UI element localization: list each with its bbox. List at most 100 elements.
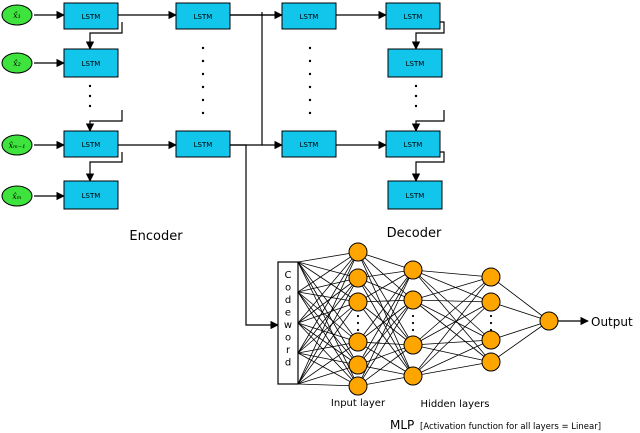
- hidden-layer-2-neuron: [481, 352, 501, 372]
- lstm-dec-2: LSTM: [387, 48, 443, 78]
- mlp-title: MLP: [390, 418, 414, 432]
- codeword-letter: C: [285, 270, 292, 281]
- mlp-edge: [412, 276, 492, 301]
- lstm-dec-top-layer-2: LSTM: [281, 130, 337, 158]
- mlp-neurons: [348, 242, 559, 396]
- mlp-edge: [412, 269, 492, 341]
- svg-text:x̂₁: x̂₁: [13, 11, 21, 20]
- input-xm: x̂ₘ: [1, 185, 33, 207]
- lstm-enc-top-layer-2: LSTM: [175, 130, 231, 158]
- mlp-edge: [297, 277, 359, 293]
- mlp-edge: [357, 344, 414, 387]
- edge-dots-enc3: [85, 110, 123, 132]
- hidden-layer-2-neuron: [481, 267, 501, 287]
- mlp-edge: [297, 277, 359, 354]
- codeword-letter: d: [285, 295, 291, 306]
- codeword-letter: o: [285, 333, 291, 344]
- mlp-edge: [297, 291, 359, 303]
- mlp-edge: [357, 269, 414, 343]
- input-x2: x̂₂: [1, 52, 33, 74]
- codeword-letter: e: [285, 308, 291, 319]
- hidden-layer-2-neuron: [481, 330, 501, 350]
- codeword-letter: d: [285, 358, 291, 369]
- mlp-edge: [297, 322, 359, 366]
- hidden-layer-2-neuron: [481, 292, 501, 312]
- edge-dec1b-dec2: [411, 21, 445, 50]
- svg-text:x̂ₘ: x̂ₘ: [12, 192, 22, 201]
- mlp-edge: [357, 251, 414, 301]
- input-layer-neuron: [348, 332, 368, 352]
- output-label: Output: [591, 315, 633, 329]
- svg-text:LSTM: LSTM: [404, 141, 423, 149]
- mlp-edge: [357, 299, 414, 366]
- codeword-letter: w: [284, 320, 292, 331]
- svg-text:LSTM: LSTM: [82, 13, 101, 21]
- input-layer-neuron: [348, 292, 368, 312]
- mlp-edge: [412, 276, 492, 377]
- mlp-edge: [297, 261, 359, 279]
- mlp-edge: [357, 301, 414, 346]
- edge-dots-dec3: [411, 110, 445, 132]
- svg-text:LSTM: LSTM: [194, 141, 213, 149]
- mlp-edge: [297, 322, 359, 387]
- hidden-layer-1-neuron: [403, 366, 423, 386]
- mlp-edge: [412, 299, 492, 363]
- lstm-enc-1: LSTM: [63, 2, 119, 30]
- mlp-edge: [297, 364, 359, 385]
- edge-enc3b-dec2: [230, 14, 282, 146]
- ellipsis-dots: [88, 46, 418, 115]
- input-x1: x̂₁: [1, 4, 33, 26]
- svg-text:LSTM: LSTM: [82, 192, 101, 200]
- lstm-enc-3: LSTM: [63, 130, 119, 158]
- mlp-edge: [490, 320, 550, 341]
- mlp-edge: [357, 269, 414, 366]
- edge-enc3b-codeword: [230, 144, 279, 330]
- codeword-letter: o: [285, 283, 291, 294]
- mlp-edge: [412, 269, 492, 278]
- connections: [34, 10, 445, 330]
- mlp-edges: [297, 251, 550, 387]
- svg-text:LSTM: LSTM: [300, 141, 319, 149]
- mlp-edge: [357, 344, 414, 366]
- edge-enc3-enc4: [85, 152, 123, 182]
- output-neuron: [539, 311, 559, 331]
- mlp-edge: [297, 341, 359, 385]
- input-layer-neuron: [348, 242, 368, 262]
- mlp-edge: [297, 261, 359, 387]
- mlp-edge: [297, 277, 359, 324]
- lstm-enc-4: LSTM: [63, 180, 119, 210]
- mlp-edge: [357, 277, 414, 346]
- mlp-edge: [357, 269, 414, 303]
- mlp-edge: [297, 301, 359, 324]
- lstm-cells: LSTM LSTM LSTM LSTM LSTM LSTM LSTM LSTM …: [63, 2, 443, 210]
- mlp-edge: [297, 251, 359, 354]
- lstm-dec-4: LSTM: [387, 180, 443, 210]
- svg-text:LSTM: LSTM: [300, 13, 319, 21]
- mlp-edge: [297, 383, 359, 387]
- mlp-edge: [297, 301, 359, 354]
- mlp-edge: [297, 251, 359, 263]
- input-nodes: x̂₁ x̂₂ x̂ₘ₋₁ x̂ₘ: [1, 4, 33, 207]
- mlp-edge: [297, 352, 359, 366]
- hidden-layer-1-neuron: [403, 290, 423, 310]
- input-layer-neuron: [348, 376, 368, 396]
- mlp-edge: [297, 352, 359, 387]
- mlp-edge: [357, 277, 414, 377]
- svg-text:LSTM: LSTM: [406, 60, 425, 68]
- mlp-edge: [357, 277, 414, 301]
- encoder-label: Encoder: [129, 229, 183, 244]
- mlp-edge: [297, 261, 359, 303]
- mlp-edge: [297, 291, 359, 387]
- mlp-edge: [412, 301, 492, 346]
- mlp-edge: [412, 299, 492, 303]
- mlp-edge: [297, 341, 359, 354]
- edge-enc1-enc2: [85, 22, 123, 50]
- mlp-edge: [490, 320, 550, 363]
- hidden-layers-label: Hidden layers: [421, 399, 490, 410]
- mlp-edge: [297, 322, 359, 343]
- mlp-edge: [297, 301, 359, 385]
- mlp-edge: [412, 269, 492, 303]
